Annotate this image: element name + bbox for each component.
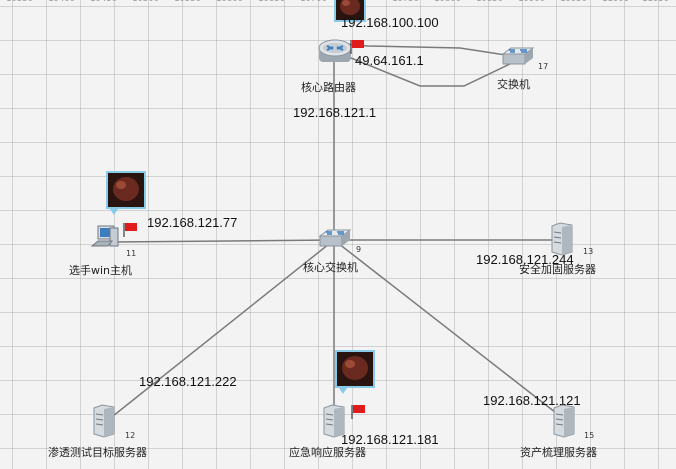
router-ip-side: 49.64.161.1 <box>355 53 424 68</box>
host-user-avatar[interactable] <box>106 171 148 221</box>
pentest-number: 12 <box>125 431 136 440</box>
hardening-ip: 192.168.121.244 <box>476 252 574 267</box>
link-coreswitch-host <box>111 239 335 243</box>
ruler-tick: 10550 <box>174 0 201 4</box>
hardening-number: 13 <box>583 247 594 256</box>
hardening-label: 安全加固服务器 <box>519 263 596 276</box>
host-flag-icon <box>122 222 140 242</box>
switch-number: 17 <box>538 62 549 71</box>
asset-number: 15 <box>584 431 595 440</box>
host-label: 选手win主机 <box>69 264 133 277</box>
ruler: 10350 10400 10450 10500 10550 10600 1065… <box>0 0 676 6</box>
host-ip: 192.168.121.77 <box>147 215 238 230</box>
core-switch-icon[interactable] <box>318 228 352 254</box>
pentest-label: 渗透测试目标服务器 <box>48 446 147 459</box>
emergency-flag-icon <box>350 404 368 424</box>
core-switch-number: 9 <box>356 245 362 254</box>
server-icon[interactable] <box>320 404 346 442</box>
pentest-ip: 192.168.121.222 <box>139 374 237 389</box>
emergency-ip: 192.168.121.181 <box>341 432 439 447</box>
ruler-tick: 10500 <box>132 0 159 4</box>
host-number: 11 <box>126 249 137 258</box>
ruler-tick: 10950 <box>560 0 587 4</box>
link-router-switch17-b <box>345 55 515 87</box>
ruler-tick: 10400 <box>48 0 75 4</box>
core-router-icon[interactable] <box>318 38 352 68</box>
router-ip-top: 192.168.100.100 <box>341 15 439 30</box>
ruler-tick: 11000 <box>602 0 629 4</box>
ruler-tick: 10700 <box>300 0 327 4</box>
core-router-label: 核心路由器 <box>301 81 356 94</box>
ruler-tick: 10750 <box>392 0 419 4</box>
server-icon[interactable] <box>550 404 576 442</box>
asset-ip: 192.168.121.121 <box>483 393 581 408</box>
switch-label: 交换机 <box>497 78 530 91</box>
ruler-tick: 10450 <box>90 0 117 4</box>
server-icon[interactable] <box>90 404 116 442</box>
server-icon[interactable] <box>548 222 574 260</box>
router-ip-below: 192.168.121.1 <box>293 105 377 120</box>
router-user-avatar[interactable] <box>334 0 366 26</box>
emergency-user-avatar[interactable] <box>335 350 377 400</box>
emergency-label: 应急响应服务器 <box>289 446 366 459</box>
pc-icon[interactable] <box>90 224 120 258</box>
ruler-tick: 10800 <box>434 0 461 4</box>
router-flag-icon <box>349 39 367 59</box>
ruler-tick: 10350 <box>6 0 33 4</box>
ruler-tick: 10600 <box>216 0 243 4</box>
core-switch-label: 核心交换机 <box>303 261 358 274</box>
ruler-tick: 11050 <box>642 0 669 4</box>
asset-label: 资产梳理服务器 <box>520 446 597 459</box>
switch-icon[interactable] <box>501 46 535 72</box>
ruler-tick: 10650 <box>258 0 285 4</box>
ruler-tick: 10850 <box>476 0 503 4</box>
ruler-tick: 10900 <box>518 0 545 4</box>
link-coreswitch-asset <box>333 239 561 417</box>
link-coreswitch-pentest <box>107 239 335 421</box>
